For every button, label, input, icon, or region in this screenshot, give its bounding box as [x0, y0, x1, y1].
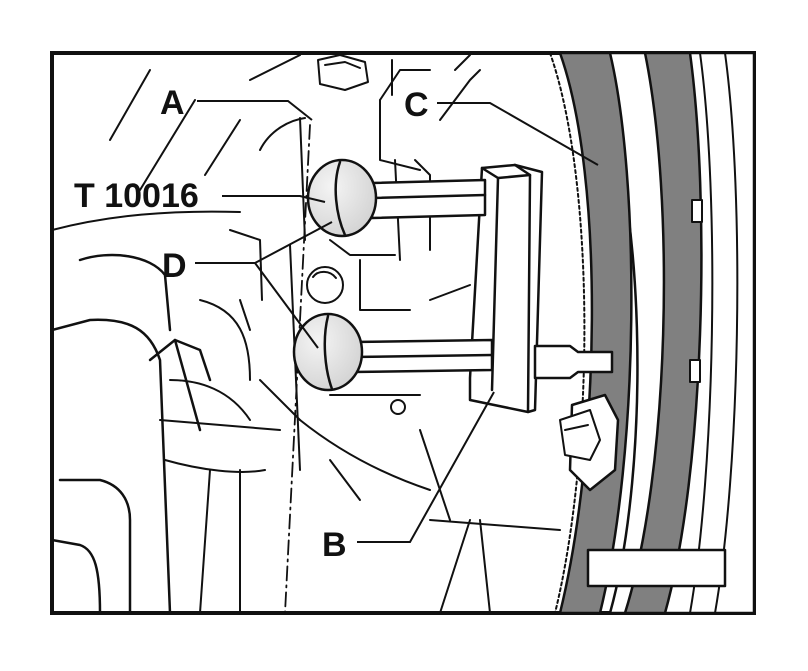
small-hole — [390, 399, 406, 415]
belt-c — [558, 53, 633, 613]
leader-b — [357, 391, 495, 543]
leader-c — [437, 102, 599, 166]
ball-lower — [292, 312, 364, 392]
reference-box — [586, 548, 727, 588]
left-bracket — [52, 253, 212, 613]
leader-a — [197, 100, 313, 121]
top-bolt — [317, 54, 369, 91]
tool-upper-arm — [306, 158, 487, 238]
leader-d2 — [254, 262, 319, 349]
hub-bolt — [559, 393, 620, 492]
label-tool: T 10016 — [74, 177, 199, 215]
leader-tool — [222, 195, 326, 203]
label-a: A — [160, 84, 185, 122]
label-c: C — [404, 86, 429, 124]
pulley-assembly — [549, 53, 754, 613]
engine-block-lines — [52, 54, 561, 613]
tool-lower-arm — [292, 312, 494, 392]
label-b: B — [322, 526, 347, 564]
leader-lines — [195, 100, 599, 543]
label-d: D — [162, 247, 187, 285]
tool-pin — [533, 344, 614, 380]
